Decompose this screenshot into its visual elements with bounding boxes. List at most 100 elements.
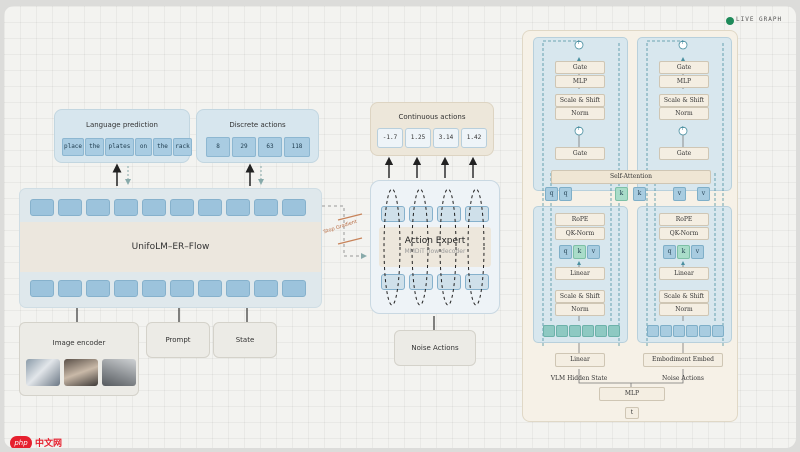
state-box: State bbox=[213, 322, 277, 358]
language-prediction-title: Language prediction bbox=[86, 121, 158, 129]
rope-box: RoPE bbox=[555, 213, 605, 226]
action-token bbox=[647, 325, 659, 337]
rope-box: RoPE bbox=[659, 213, 709, 226]
language-token: plates bbox=[105, 138, 134, 156]
backbone-token bbox=[198, 199, 222, 216]
scale-shift-box: Scale & Shift bbox=[555, 290, 605, 303]
discrete-token: 63 bbox=[258, 137, 282, 157]
backbone-token bbox=[226, 280, 250, 297]
language-token: on bbox=[135, 138, 152, 156]
norm-box: Norm bbox=[555, 303, 605, 316]
hidden-token bbox=[556, 325, 568, 337]
prompt-label: Prompt bbox=[165, 336, 191, 344]
backbone-token bbox=[30, 199, 54, 216]
backbone-core: UnifoLM–ER–Flow bbox=[20, 222, 321, 272]
backbone-panel: UnifoLM–ER–Flow bbox=[19, 188, 322, 308]
left-token-row bbox=[543, 325, 623, 337]
backbone-bottom-token-row bbox=[26, 278, 315, 298]
watermark-text: 中文网 bbox=[35, 439, 63, 448]
expert-token bbox=[465, 206, 489, 222]
mmdit-block-panel: + + + + Gate MLP Scale & Shift Norm Gate… bbox=[522, 30, 738, 422]
language-token: the bbox=[85, 138, 104, 156]
norm-box: Norm bbox=[659, 303, 709, 316]
discrete-token: 8 bbox=[206, 137, 230, 157]
camera-image-thumbnail bbox=[64, 359, 98, 386]
hidden-token bbox=[595, 325, 607, 337]
left-connectors bbox=[76, 163, 367, 324]
expert-token bbox=[381, 206, 405, 222]
action-token bbox=[699, 325, 711, 337]
backbone-token bbox=[58, 199, 82, 216]
plus-glyph: + bbox=[576, 125, 582, 132]
linear-box: Linear bbox=[555, 267, 605, 280]
discrete-actions-title: Discrete actions bbox=[229, 121, 286, 129]
backbone-token bbox=[226, 199, 250, 216]
action-token bbox=[712, 325, 724, 337]
camera-image-thumbnail bbox=[102, 359, 136, 386]
continuous-value: -1.7 bbox=[377, 128, 403, 148]
backbone-token bbox=[58, 280, 82, 297]
noise-actions-box: Noise Actions bbox=[394, 330, 476, 366]
gate-box: Gate bbox=[659, 61, 709, 74]
continuous-actions-panel: Continuous actions -1.7 1.25 3.14 1.42 bbox=[370, 102, 494, 156]
image-encoder-box: Image encoder bbox=[19, 322, 139, 396]
backbone-token bbox=[30, 280, 54, 297]
backbone-token bbox=[86, 199, 110, 216]
backbone-token bbox=[254, 199, 278, 216]
backbone-token bbox=[254, 280, 278, 297]
scale-shift-box: Scale & Shift bbox=[659, 290, 709, 303]
norm-box: Norm bbox=[555, 107, 605, 120]
discrete-token: 118 bbox=[284, 137, 310, 157]
watermark-logo-icon: php bbox=[10, 436, 32, 448]
backbone-token bbox=[142, 280, 166, 297]
canvas: LIVE GRAPH Language prediction place the… bbox=[4, 6, 796, 448]
linear-box: Linear bbox=[659, 267, 709, 280]
backbone-token bbox=[282, 280, 306, 297]
continuous-actions-title: Continuous actions bbox=[398, 113, 466, 121]
mlp-box: MLP bbox=[659, 75, 709, 88]
add-icon bbox=[574, 40, 584, 50]
k-token: k bbox=[615, 187, 628, 201]
backbone-label: UnifoLM–ER–Flow bbox=[131, 242, 210, 252]
v-token: v bbox=[673, 187, 686, 201]
q-token: q bbox=[559, 187, 572, 201]
discrete-token: 29 bbox=[232, 137, 256, 157]
state-label: State bbox=[235, 336, 255, 344]
action-token bbox=[673, 325, 685, 337]
vlm-hidden-state-label: VLM Hidden State bbox=[550, 375, 608, 382]
live-indicator-icon bbox=[726, 17, 734, 25]
action-expert-subtitle: MMDiT flow decoder bbox=[404, 248, 466, 255]
linear-box: Linear bbox=[555, 353, 605, 367]
gate-box: Gate bbox=[555, 147, 605, 160]
timestep-box: t bbox=[625, 407, 639, 419]
mlp-box: MLP bbox=[599, 387, 665, 401]
scale-shift-box: Scale & Shift bbox=[555, 94, 605, 107]
backbone-token bbox=[170, 280, 194, 297]
v-token: v bbox=[587, 245, 600, 259]
scale-shift-box: Scale & Shift bbox=[659, 94, 709, 107]
stop-gradient-slash bbox=[337, 237, 363, 245]
v-token: v bbox=[697, 187, 710, 201]
action-token bbox=[660, 325, 672, 337]
right-token-row bbox=[647, 325, 727, 337]
k-token: k bbox=[677, 245, 690, 259]
language-token: rack bbox=[173, 138, 192, 156]
flow-loops bbox=[383, 188, 485, 306]
action-expert-core: Action Expert MMDiT flow decoder bbox=[379, 227, 491, 267]
backbone-token bbox=[170, 199, 194, 216]
qk-norm-box: QK-Norm bbox=[659, 227, 709, 240]
mlp-box: MLP bbox=[555, 75, 605, 88]
backbone-token bbox=[114, 199, 138, 216]
q-token: q bbox=[545, 187, 558, 201]
self-attention-box: Self-Attention bbox=[551, 170, 711, 184]
backbone-token bbox=[198, 280, 222, 297]
k-token: k bbox=[633, 187, 646, 201]
continuous-value: 3.14 bbox=[433, 128, 459, 148]
continuous-value: 1.42 bbox=[461, 128, 487, 148]
plus-glyph: + bbox=[576, 39, 582, 46]
expert-token bbox=[409, 206, 433, 222]
norm-box: Norm bbox=[659, 107, 709, 120]
continuous-value: 1.25 bbox=[405, 128, 431, 148]
discrete-actions-panel: Discrete actions 8 29 63 118 bbox=[196, 109, 319, 163]
stop-gradient-slash bbox=[337, 213, 363, 221]
